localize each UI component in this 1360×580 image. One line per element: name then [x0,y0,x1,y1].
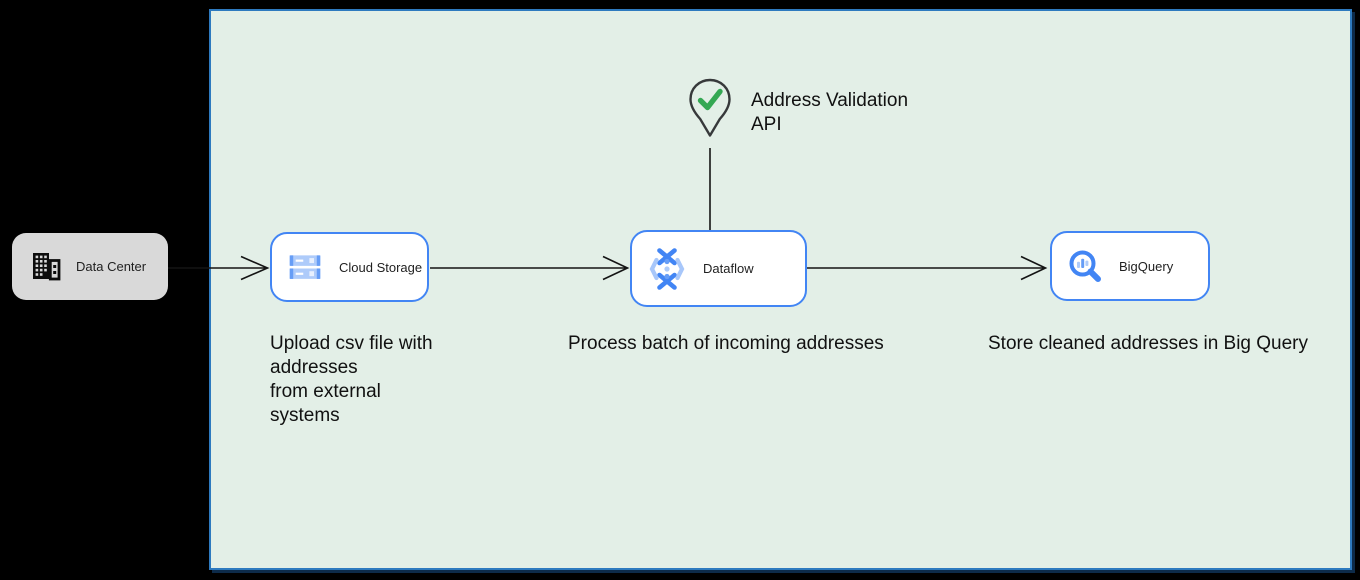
node-label: Dataflow [703,261,754,276]
node-label: Cloud Storage [339,259,423,275]
api-marker-label: Address Validation API [751,90,909,135]
cloud-storage-icon [287,251,323,283]
node-dataflow[interactable]: Dataflow [630,230,807,307]
node-bigquery[interactable]: BigQuery [1050,231,1210,301]
map-pin-check-icon [686,77,734,139]
note-store-bigquery: Store cleaned addresses in Big Query [988,333,1309,354]
dataflow-icon [647,247,687,291]
node-label: Data Center [76,259,147,274]
note-upload-csv: Upload csv file with addresses from exte… [270,333,433,426]
bigquery-icon [1067,248,1103,284]
building-icon [29,250,63,284]
node-data-center[interactable]: Data Center [12,233,168,300]
node-label: BigQuery [1119,258,1174,274]
note-process-batch: Process batch of incoming addresses [568,333,884,354]
node-cloud-storage[interactable]: Cloud Storage [270,232,429,302]
